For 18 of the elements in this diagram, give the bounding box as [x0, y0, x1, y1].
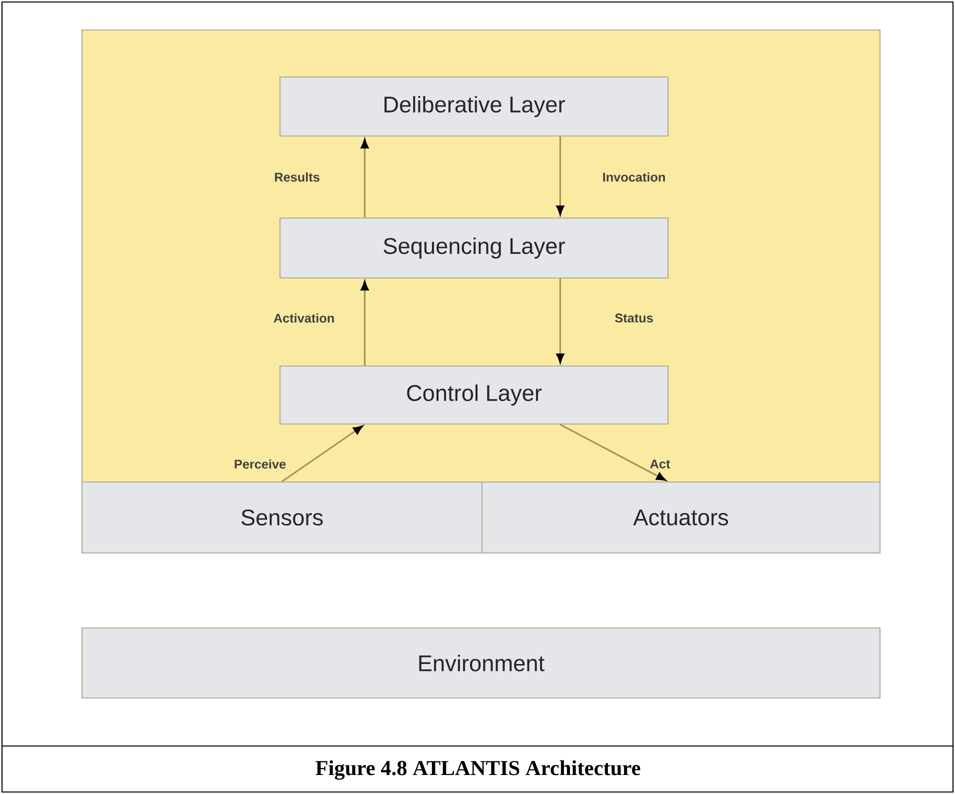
arrow [282, 426, 363, 482]
band-cell: Sensors [81, 481, 483, 554]
edge-label: Results [272, 171, 322, 183]
layer-box: Control Layer [279, 365, 669, 425]
arrow [556, 278, 564, 364]
band-cell: Actuators [481, 481, 881, 554]
layer-box: Deliberative Layer [279, 76, 669, 137]
edge-label: Perceive [232, 458, 288, 470]
arrow [560, 424, 666, 481]
arrow [360, 138, 369, 218]
edge-label: Invocation [601, 171, 668, 183]
figure-caption: Figure 4.8 ATLANTIS Architecture [316, 760, 640, 780]
environment-box: Environment [81, 627, 881, 699]
arrow [556, 136, 564, 216]
edge-label: Activation [272, 312, 336, 324]
edge-label: Status [613, 312, 655, 324]
layer-box: Sequencing Layer [279, 217, 669, 279]
arrow [360, 280, 369, 366]
